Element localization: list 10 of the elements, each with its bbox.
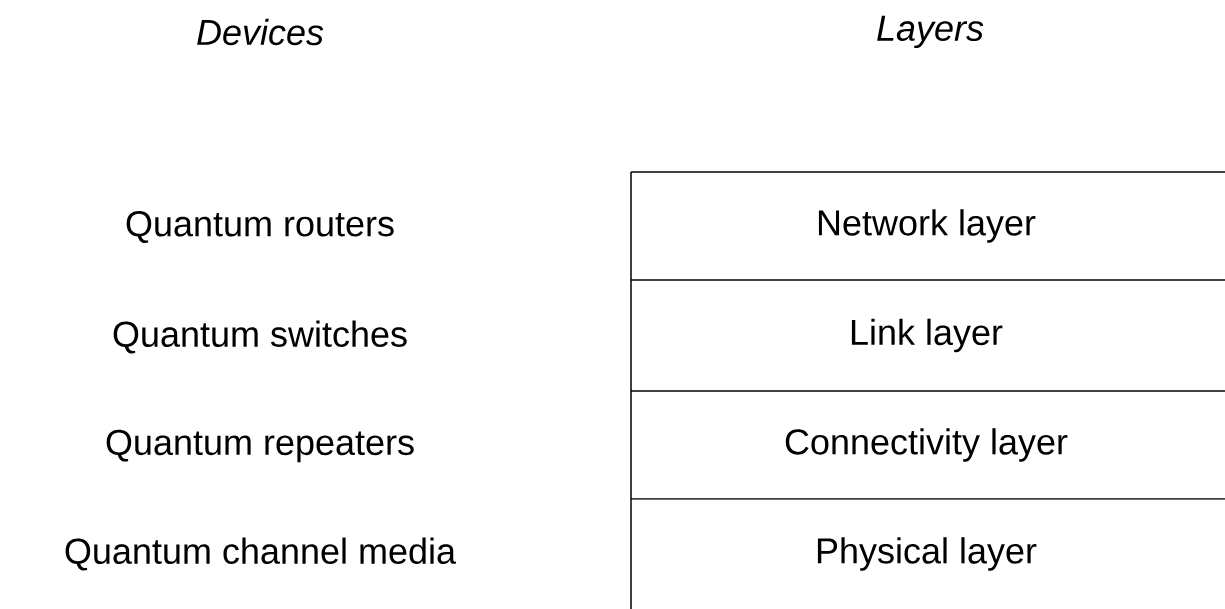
device-label: Quantum switches bbox=[113, 320, 407, 354]
device-label: Quantum routers bbox=[126, 211, 394, 243]
device-label: Quantum repeaters bbox=[106, 429, 414, 463]
layer-box: Network layer bbox=[630, 171, 1225, 281]
device-label: Quantum channel media bbox=[65, 537, 457, 571]
layer-box: Connectivity layer bbox=[630, 390, 1225, 500]
layer-box: Physical layer bbox=[630, 498, 1225, 609]
column-heading: Layers bbox=[877, 15, 984, 49]
layer-box: Link layer bbox=[630, 279, 1225, 392]
column-heading: Devices bbox=[197, 18, 324, 46]
